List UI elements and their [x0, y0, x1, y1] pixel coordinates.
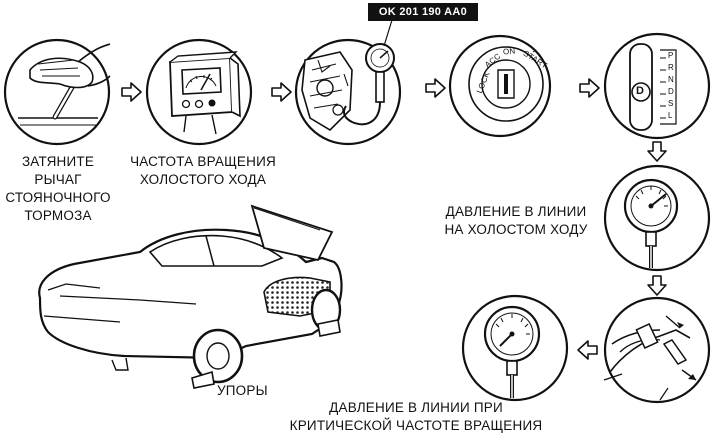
selector-label-d: D [668, 87, 674, 96]
step-parking-brake-label: ЗАТЯНИТЕ РЫЧАГ СТОЯНОЧНОГО ТОРМОЗА [5, 154, 111, 223]
car-illustration [38, 204, 343, 389]
step-idle-line-pressure-label: ДАВЛЕНИЕ В ЛИНИИ НА ХОЛОСТОМ ХОДУ [444, 204, 588, 237]
step-stall-line-pressure-label: ДАВЛЕНИЕ В ЛИНИИ ПРИ КРИТИЧЕСКОЙ ЧАСТОТЕ… [289, 400, 543, 433]
selector-label-s: S [668, 99, 674, 108]
step-wheel-chocks-label: УПОРЫ [217, 383, 268, 398]
gauge-connection-illustration [294, 19, 402, 146]
tool-number-tag: OK 201 190 AA0 [368, 3, 478, 21]
selector-label-n: N [668, 75, 674, 84]
selector-lever-illustration [603, 32, 711, 140]
wheel-chock-rear [191, 370, 215, 389]
selector-label-p: P [668, 51, 674, 60]
stall-pressure-gauge-illustration [461, 294, 569, 402]
selector-label-l: L [668, 111, 673, 120]
selector-lever-selected: D [636, 85, 645, 97]
idle-pressure-gauge-illustration [603, 164, 711, 272]
ignition-switch-illustration [448, 34, 552, 138]
wheel-chock-front [317, 319, 341, 337]
step-idle-speed-label: ЧАСТОТА ВРАЩЕНИЯ ХОЛОСТОГО ХОДА [130, 154, 276, 187]
ignition-label-on: ON [502, 46, 516, 57]
accelerator-pedal-illustration [603, 296, 711, 404]
tachometer-illustration [145, 38, 253, 146]
parking-brake-illustration [3, 38, 111, 146]
selector-label-r: R [668, 63, 674, 72]
